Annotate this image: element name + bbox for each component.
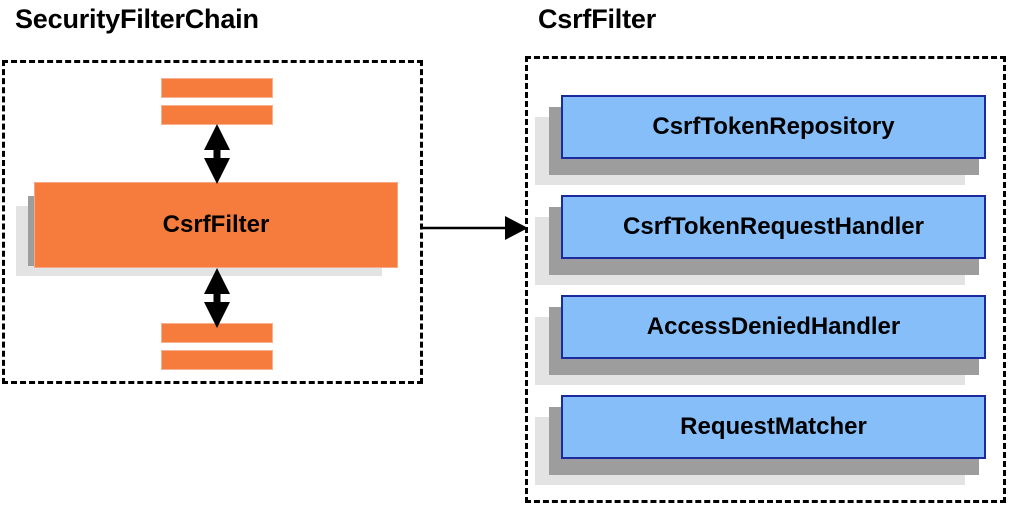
filter-bar-above-2 — [161, 105, 273, 125]
csrf-filter-label: CsrfFilter — [162, 211, 270, 238]
block-face: CsrfTokenRequestHandler — [561, 195, 986, 259]
csrf-filter-group — [525, 56, 1006, 503]
csrf-filter-block: CsrfFilter — [16, 182, 398, 285]
page-title-security-filter-chain: SecurityFilterChain — [15, 4, 259, 34]
block-face: CsrfFilter — [34, 182, 398, 268]
component-label: CsrfTokenRequestHandler — [623, 213, 924, 240]
component-block-request-matcher: RequestMatcher — [535, 395, 986, 495]
component-label: RequestMatcher — [680, 413, 867, 440]
block-face: RequestMatcher — [561, 395, 986, 459]
component-label: CsrfTokenRepository — [652, 113, 895, 140]
security-filter-chain-group — [2, 60, 423, 384]
component-block-access-denied-handler: AccessDeniedHandler — [535, 295, 986, 395]
block-face: CsrfTokenRepository — [561, 95, 986, 159]
component-block-csrf-token-repository: CsrfTokenRepository — [535, 95, 986, 195]
arrow-right-connector-icon — [421, 216, 528, 240]
component-label: AccessDeniedHandler — [646, 313, 901, 340]
block-face: AccessDeniedHandler — [561, 295, 986, 359]
filter-bar-below-2 — [161, 350, 273, 370]
component-block-csrf-token-request-handler: CsrfTokenRequestHandler — [535, 195, 986, 295]
filter-bar-below-1 — [161, 323, 273, 343]
filter-bar-above-1 — [161, 78, 273, 98]
page-title-csrf-filter: CsrfFilter — [538, 4, 657, 34]
